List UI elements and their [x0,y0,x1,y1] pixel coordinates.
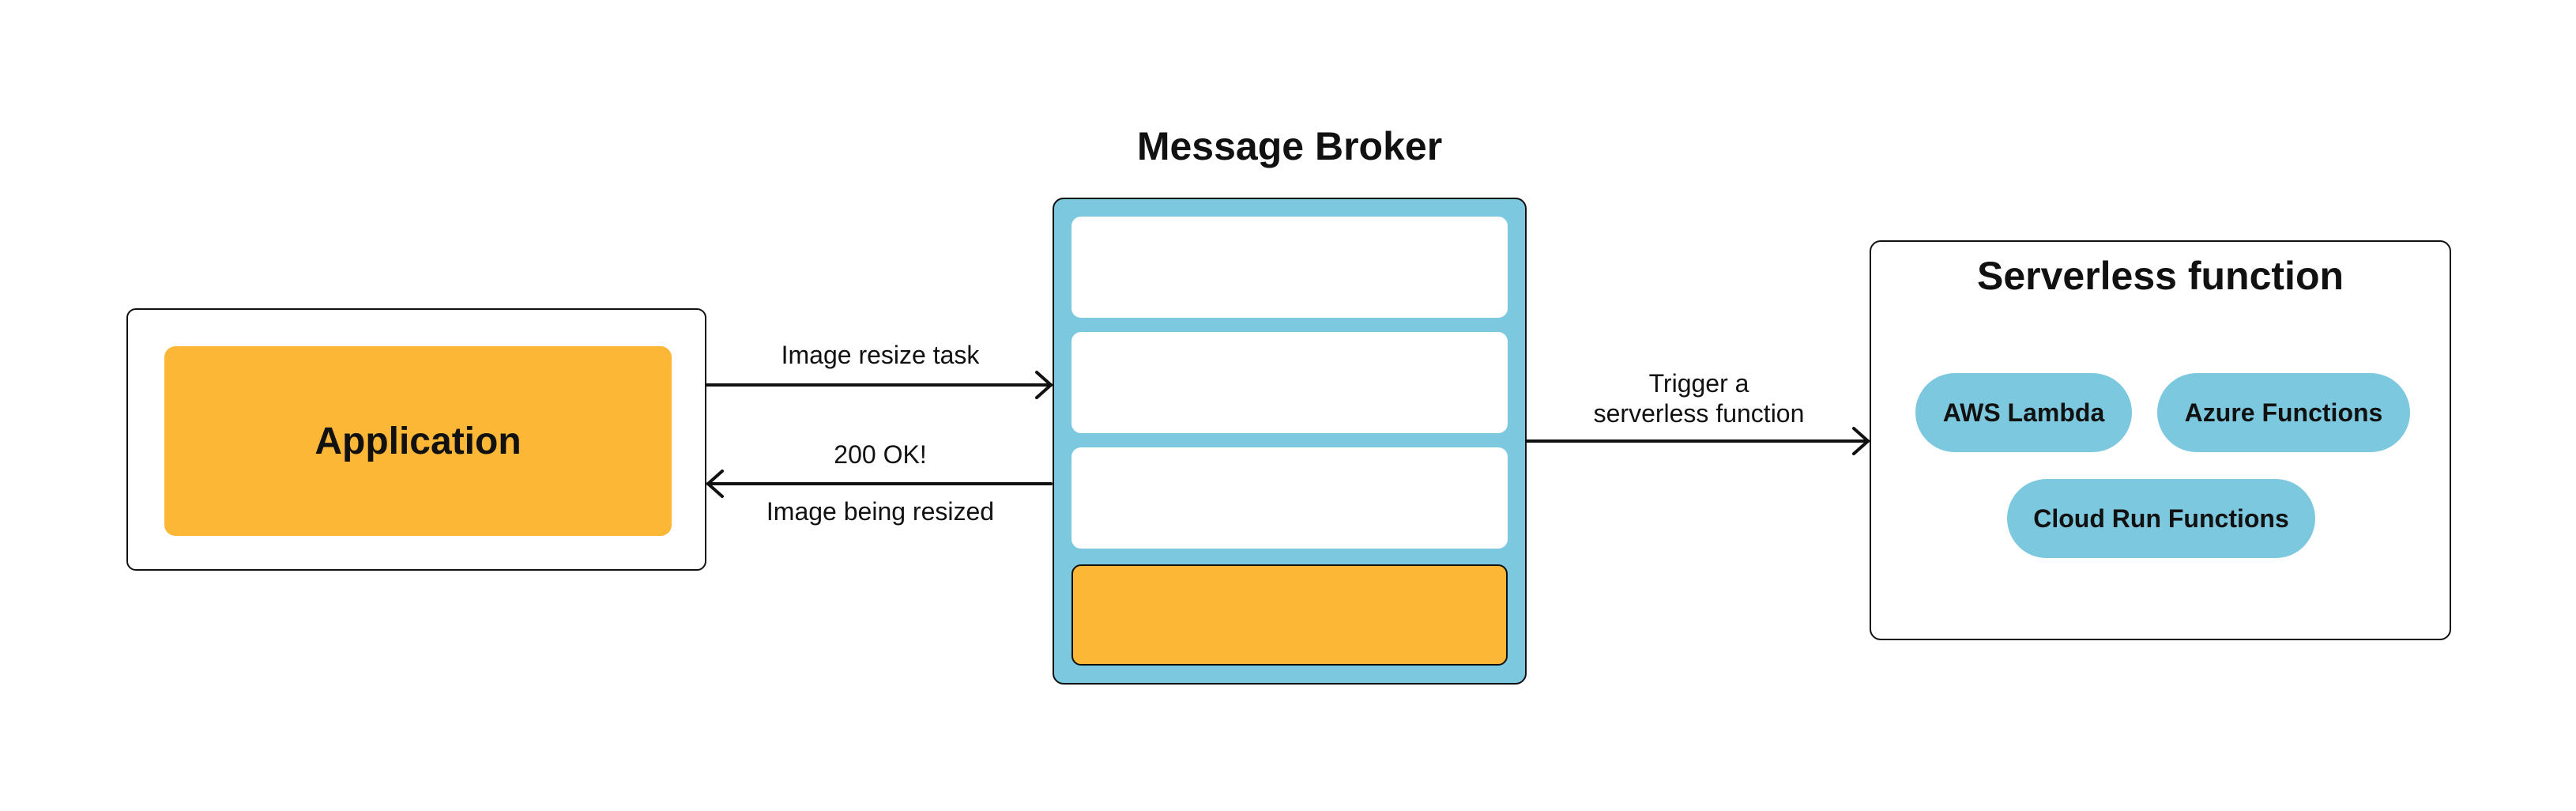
provider-pill-cloud-run-functions: Cloud Run Functions [2007,479,2315,558]
application-node: Application [126,308,706,571]
trigger-arrowhead [1852,427,1870,455]
response-arrowhead [706,470,724,498]
queue-slot-empty [1071,447,1508,549]
application-block: Application [164,346,672,536]
response-label-line-2: Image being resized [766,497,995,526]
broker-title: Message Broker [1136,124,1443,168]
queue-slot-empty [1071,332,1508,433]
response-label-line-1: 200 OK! [834,440,927,469]
queue-slot-message [1071,564,1508,666]
serverless-function-node: Serverless function AWS Lambda Azure Fun… [1870,240,2451,640]
application-label: Application [314,420,522,462]
request-arrowhead [1035,371,1053,399]
queue-slot-empty [1071,217,1508,318]
serverless-title: Serverless function [1976,254,2344,298]
trigger-label-line-2: serverless function [1593,399,1805,428]
message-broker-node [1053,198,1527,685]
trigger-label-line-1: Trigger a [1648,369,1749,398]
request-label: Image resize task [781,341,980,369]
provider-pill-aws-lambda: AWS Lambda [1915,373,2132,452]
provider-pill-azure-functions: Azure Functions [2157,373,2410,452]
